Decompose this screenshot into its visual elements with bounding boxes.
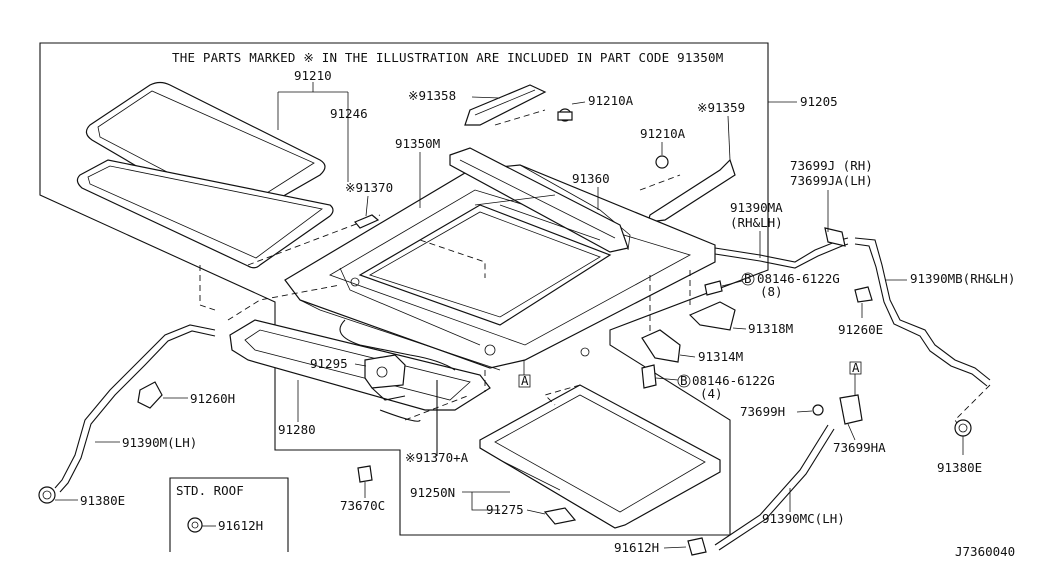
ref-a-right-box — [849, 361, 862, 375]
connector-73699HA — [839, 394, 863, 425]
ref-a-center: A — [521, 373, 529, 388]
drain-hose-rh — [714, 227, 991, 387]
clip-91260H — [137, 381, 163, 409]
drain-hose-lh — [54, 324, 216, 493]
grommet-91380E-left — [38, 486, 56, 504]
bolt-b — [641, 364, 657, 389]
label-91205: 91205 — [800, 94, 838, 109]
label-73699H: 73699H — [740, 404, 785, 419]
clip-73670C — [357, 465, 373, 483]
motor-91295 — [364, 354, 406, 401]
label-91380E-left: 91380E — [80, 493, 125, 508]
label-91314M: 91314M — [698, 349, 743, 364]
note-text: THE PARTS MARKED ※ IN THE ILLUSTRATION A… — [172, 50, 723, 65]
grommet-91612H — [687, 537, 707, 556]
label-91390MC: 91390MC(LH) — [762, 511, 845, 526]
label-91390M: 91390M(LH) — [122, 435, 197, 450]
drive-cable — [339, 319, 456, 371]
label-73699JA: 73699JA(LH) — [790, 173, 873, 188]
label-91260H: 91260H — [190, 391, 235, 406]
label-91275: 91275 — [486, 502, 524, 517]
label-91210A-1: 91210A — [588, 93, 634, 108]
label-91390MA-2: (RH&LH) — [730, 215, 783, 230]
clip-91370 — [354, 214, 380, 229]
bracket-91358 — [464, 84, 573, 126]
label-91318M: 91318M — [748, 321, 793, 336]
label-91370A: ※91370+A — [405, 450, 469, 465]
std-roof-inset — [169, 477, 289, 552]
grommet-91612H-inset — [187, 517, 203, 533]
inset-title: STD. ROOF — [176, 483, 244, 498]
circle-b-1 — [741, 272, 755, 286]
circle-b-2 — [677, 374, 691, 388]
glass-panel — [76, 81, 334, 269]
label-91358: ※91358 — [408, 88, 456, 103]
label-91359: ※91359 — [697, 100, 745, 115]
label-91350M: 91350M — [395, 136, 440, 151]
label-91210A-2: 91210A — [640, 126, 686, 141]
label-08146-b-qty: (4) — [700, 386, 723, 401]
ref-a-right: A — [852, 360, 860, 375]
bracket-91314M — [641, 329, 681, 363]
label-91246: 91246 — [330, 106, 368, 121]
label-73670C: 73670C — [340, 498, 385, 513]
ref-a-center-box — [518, 374, 531, 388]
label-91612H-2: 91612H — [218, 518, 263, 533]
label-91370: ※91370 — [345, 180, 393, 195]
panel-91250N — [479, 384, 721, 529]
bracket-91359 — [647, 155, 736, 223]
label-91360: 91360 — [572, 171, 610, 186]
label-08146-a-qty: (8) — [760, 284, 783, 299]
label-91280: 91280 — [278, 422, 316, 437]
label-08146-b: 08146-6122G — [692, 373, 775, 388]
label-91390MA: 91390MA — [730, 200, 783, 215]
label-91260E: 91260E — [838, 322, 883, 337]
label-08146-a: 08146-6122G — [757, 271, 840, 286]
label-73699HA: 73699HA — [833, 440, 886, 455]
drain-hose-91390MC — [714, 424, 835, 551]
circle-b-1-letter: B — [744, 271, 752, 286]
cap-73699H — [812, 404, 824, 416]
label-91210: 91210 — [294, 68, 332, 83]
label-91380E-right: 91380E — [937, 460, 982, 475]
label-91250N: 91250N — [410, 485, 455, 500]
label-73699J: 73699J (RH) — [790, 158, 873, 173]
bolt-a — [704, 280, 723, 296]
label-91295: 91295 — [310, 356, 348, 371]
label-91612H-1: 91612H — [614, 540, 659, 555]
grommet-91380E-right — [954, 419, 972, 437]
bracket-91318M — [688, 301, 736, 331]
circle-b-2-letter: B — [680, 373, 688, 388]
diagram-code: J7360040 — [955, 544, 1015, 559]
label-91390MB: 91390MB(RH&LH) — [910, 271, 1015, 286]
clip-91260E — [854, 286, 873, 303]
